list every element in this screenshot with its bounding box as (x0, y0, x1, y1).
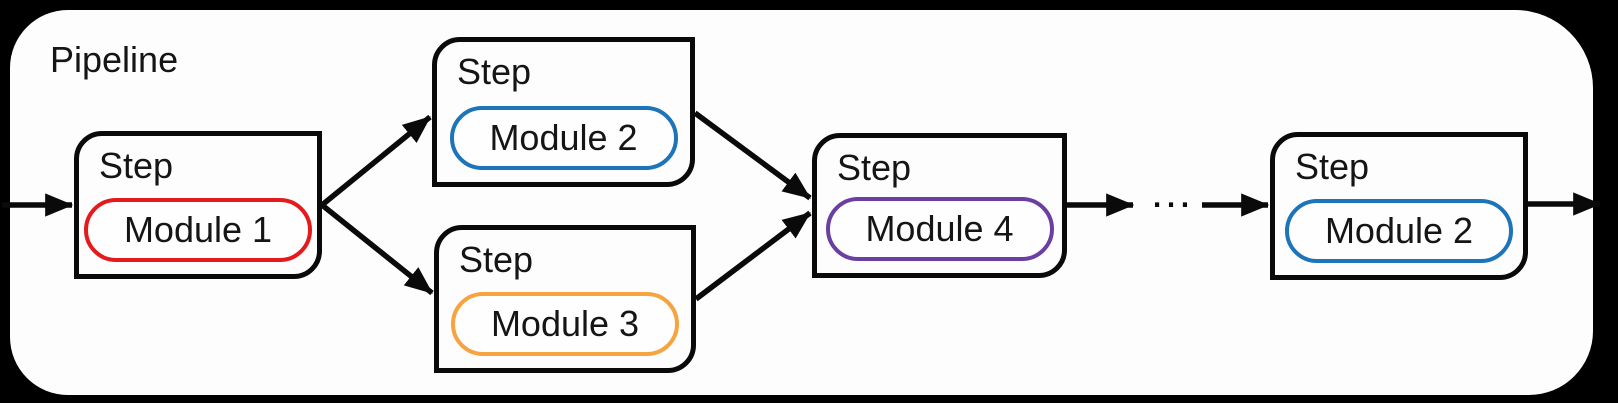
module-4-pill: Module 4 (825, 197, 1054, 261)
module-5-label: Module 2 (1324, 210, 1474, 251)
step-label: Step (837, 147, 912, 188)
pipeline-title: Pipeline (50, 39, 179, 80)
module-3-pill: Module 3 (451, 292, 679, 356)
module-2-label: Module 2 (489, 117, 638, 158)
arrow-step1-to-step2 (320, 114, 432, 208)
step-box-4: Step Module 4 (812, 133, 1067, 278)
step-box-5: Step Module 2 (1270, 132, 1528, 280)
module-5-pill: Module 2 (1285, 199, 1513, 263)
module-1-label: Module 1 (123, 209, 273, 250)
module-2-pill: Module 2 (449, 106, 678, 170)
ellipsis: … (1149, 168, 1193, 217)
step-label: Step (1295, 146, 1370, 187)
arrow-step1-to-step3 (320, 202, 434, 296)
step-label: Step (99, 145, 174, 186)
module-1-pill: Module 1 (84, 198, 312, 262)
arrow-step3-to-step4 (694, 210, 812, 302)
arrow-step2-to-step4 (693, 110, 812, 201)
step-box-2: Step Module 2 (432, 37, 695, 187)
step-label: Step (459, 239, 534, 280)
step-box-3: Step Module 3 (434, 225, 696, 373)
step-box-1: Step Module 1 (74, 131, 322, 279)
module-3-label: Module 3 (490, 303, 640, 344)
module-4-label: Module 4 (865, 208, 1014, 249)
step-label: Step (457, 51, 532, 92)
